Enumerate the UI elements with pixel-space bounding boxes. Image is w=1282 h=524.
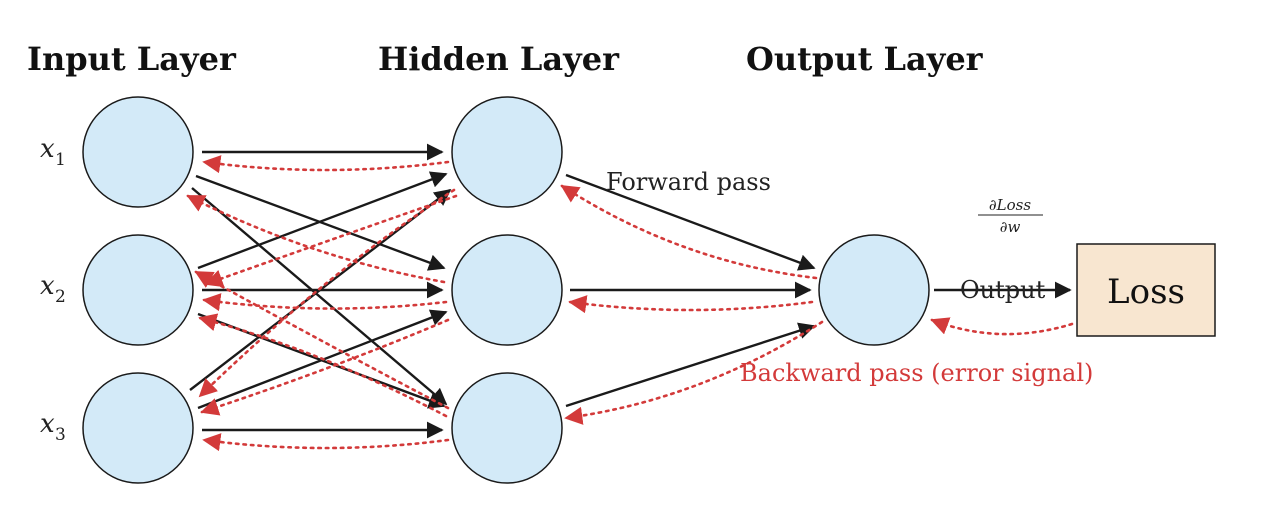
backward-arrow <box>568 295 814 314</box>
backward-arrow <box>186 194 446 284</box>
forward-pass-label: Forward pass <box>606 168 771 196</box>
hidden-node-2 <box>451 234 563 346</box>
backward-arrow <box>204 194 458 288</box>
input-label-x2: x 2 <box>40 271 66 307</box>
backward-connections-hidden-input <box>186 155 458 452</box>
backward-arrow <box>202 293 448 312</box>
backward-arrow <box>202 433 450 452</box>
backward-arrow <box>560 184 818 280</box>
hidden-node-1 <box>451 96 563 208</box>
input-subscript: 3 <box>55 425 66 445</box>
input-node-3 <box>82 372 194 484</box>
input-var: x <box>40 271 55 301</box>
output-node <box>818 234 930 346</box>
hidden-layer-title: Hidden Layer <box>378 40 620 78</box>
input-var: x <box>40 134 55 164</box>
loss-label: Loss <box>1107 272 1185 312</box>
input-label-x1: x 1 <box>40 134 66 170</box>
forward-arrow <box>565 322 816 408</box>
input-node-2 <box>82 234 194 346</box>
gradient-numerator: ∂Loss <box>989 196 1031 214</box>
forward-arrow <box>565 173 816 271</box>
input-var: x <box>40 409 55 439</box>
backward-arrow <box>198 313 448 418</box>
input-subscript: 1 <box>55 150 66 170</box>
loss-box <box>1076 243 1216 337</box>
backward-arrow <box>202 155 450 174</box>
input-node-1 <box>82 96 194 208</box>
input-layer-title: Input Layer <box>27 40 237 78</box>
backward-pass-label: Backward pass (error signal) <box>740 359 1093 387</box>
forward-connections-hidden-output <box>565 173 816 408</box>
input-subscript: 2 <box>55 287 66 307</box>
gradient-fraction: ∂Loss ∂w <box>978 196 1043 236</box>
forward-arrow <box>197 171 448 270</box>
backward-arrow <box>564 320 824 425</box>
loss-to-output-backward-arrow <box>930 317 1074 336</box>
hidden-node-3 <box>451 372 563 484</box>
backward-connections-output-hidden <box>560 184 824 425</box>
output-layer-title: Output Layer <box>746 40 984 78</box>
gradient-denominator: ∂w <box>1000 218 1021 236</box>
backward-arrow <box>194 270 450 410</box>
backward-arrow <box>198 188 456 398</box>
backward-arrow <box>200 318 450 416</box>
forward-arrow <box>191 187 448 406</box>
output-label: Output <box>960 276 1046 304</box>
input-label-x3: x 3 <box>40 409 66 445</box>
